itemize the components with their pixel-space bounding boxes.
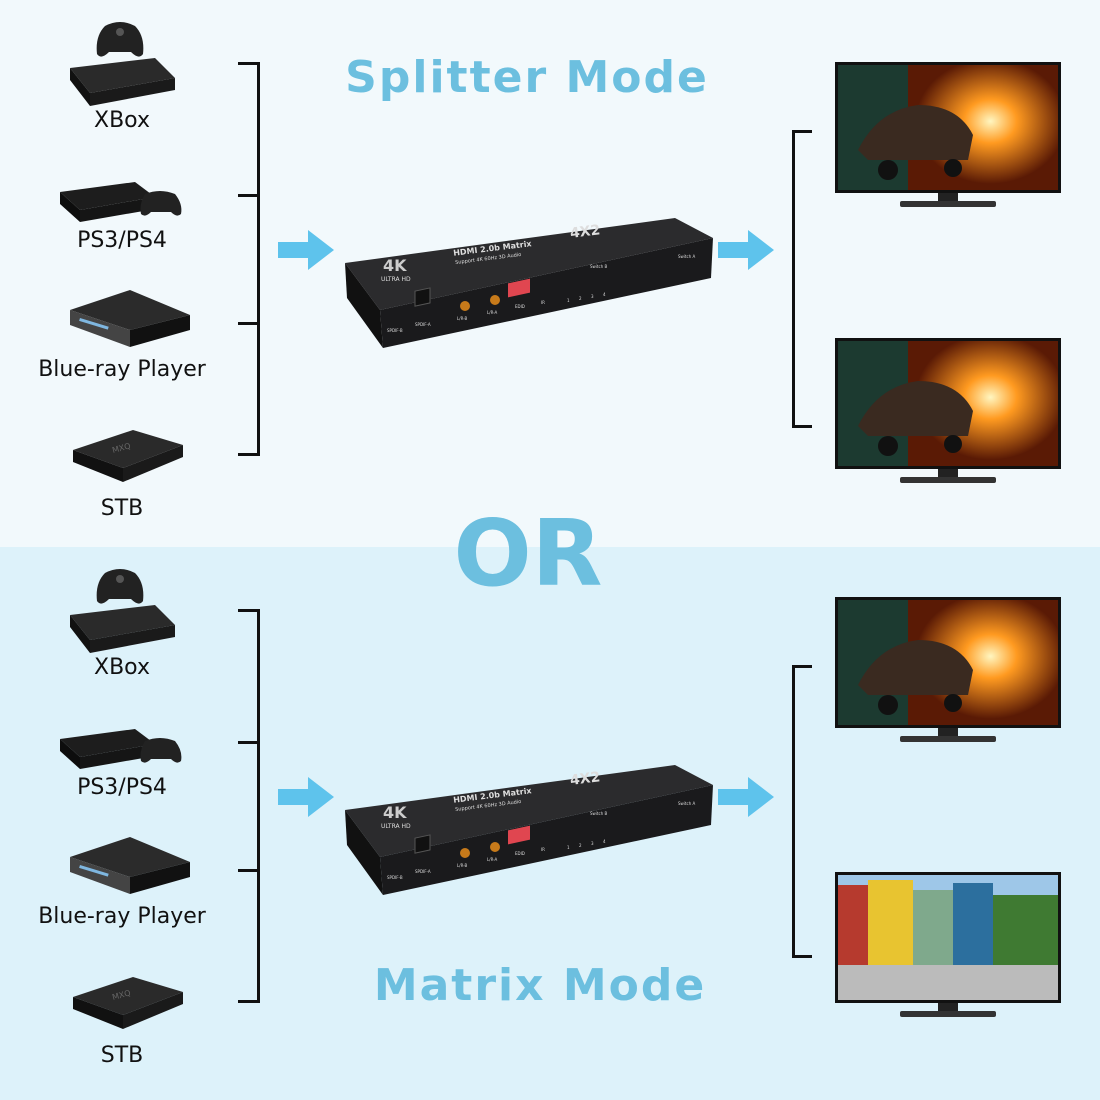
- led-label: 2: [579, 843, 582, 848]
- tv-screen: [835, 62, 1061, 193]
- switch-b-label: Switch B: [590, 264, 608, 269]
- source-label: Blue-ray Player: [38, 904, 206, 929]
- port-label: IR: [541, 300, 545, 305]
- led-label: 3: [591, 294, 594, 299]
- port-label: SPDIF-B: [387, 875, 403, 880]
- port-label: EDID: [515, 304, 525, 309]
- device-badge: 4K: [383, 803, 407, 822]
- input-bracket: [257, 62, 260, 456]
- source-label: XBox: [94, 655, 150, 680]
- bracket-tick: [792, 955, 812, 958]
- port-label: L/R-B: [457, 863, 468, 868]
- bracket-tick: [792, 425, 812, 428]
- bracket-tick: [238, 62, 260, 65]
- bracket-tick: [238, 194, 260, 197]
- tv-screen: [835, 872, 1061, 1003]
- tv-screen: [835, 597, 1061, 728]
- led-label: 2: [579, 296, 582, 301]
- or-separator: OR: [453, 500, 603, 607]
- playstation-console-icon: [55, 172, 195, 236]
- source-label: STB: [100, 496, 144, 521]
- tv-display: [835, 597, 1061, 747]
- device-badge: 4K: [383, 256, 407, 275]
- bracket-tick: [238, 453, 260, 456]
- bracket-tick: [238, 1000, 260, 1003]
- xbox-console-icon: [60, 18, 180, 112]
- mode-title: Matrix Mode: [373, 960, 707, 1011]
- hdmi-matrix-device: 4K ULTRA HD HDMI 2.0b Matrix Support 4K …: [345, 765, 715, 895]
- bracket-tick: [238, 609, 260, 612]
- bracket-tick: [238, 322, 260, 325]
- led-label: 4: [603, 292, 606, 297]
- source-label: PS3/PS4: [77, 775, 167, 800]
- tv-screen: [835, 338, 1061, 469]
- led-label: 4: [603, 839, 606, 844]
- bracket-tick: [238, 741, 260, 744]
- device-badge-sub: ULTRA HD: [381, 276, 411, 283]
- tv-display: [835, 872, 1061, 1022]
- led-label: 1: [567, 298, 570, 303]
- output-arrow-icon: [718, 777, 774, 817]
- led-label: 3: [591, 841, 594, 846]
- mode-title: Splitter Mode: [345, 52, 709, 103]
- port-label: SPDIF-A: [415, 869, 431, 874]
- bluray-player-icon: [60, 285, 200, 359]
- tv-display: [835, 62, 1061, 212]
- input-bracket: [257, 609, 260, 1003]
- tv-display: [835, 338, 1061, 488]
- bluray-player-icon: [60, 832, 200, 906]
- bracket-tick: [792, 665, 812, 668]
- led-label: 1: [567, 845, 570, 850]
- bracket-tick: [238, 869, 260, 872]
- source-label: XBox: [94, 108, 150, 133]
- port-label: SPDIF-B: [387, 328, 403, 333]
- set-top-box-icon: MXQ: [68, 967, 188, 1041]
- bracket-tick: [792, 130, 812, 133]
- playstation-console-icon: [55, 719, 195, 783]
- output-arrow-icon: [718, 230, 774, 270]
- xbox-console-icon: [60, 565, 180, 659]
- source-label: Blue-ray Player: [38, 357, 206, 382]
- tv-stand: [900, 477, 996, 483]
- port-label: L/R-A: [487, 857, 498, 862]
- tv-stand: [900, 201, 996, 207]
- switch-a-label: Switch A: [678, 801, 696, 806]
- input-arrow-icon: [278, 230, 334, 270]
- source-label: PS3/PS4: [77, 228, 167, 253]
- output-bracket: [792, 130, 795, 428]
- port-label: IR: [541, 847, 545, 852]
- source-label: STB: [100, 1043, 144, 1068]
- tv-stand: [900, 736, 996, 742]
- port-label: EDID: [515, 851, 525, 856]
- hdmi-matrix-device: 4K ULTRA HD HDMI 2.0b Matrix Support 4K …: [345, 218, 715, 348]
- switch-a-label: Switch A: [678, 254, 696, 259]
- set-top-box-icon: MXQ: [68, 420, 188, 494]
- switch-b-label: Switch B: [590, 811, 608, 816]
- tv-stand: [900, 1011, 996, 1017]
- port-label: L/R-A: [487, 310, 498, 315]
- device-badge-sub: ULTRA HD: [381, 823, 411, 830]
- port-label: L/R-B: [457, 316, 468, 321]
- output-bracket: [792, 665, 795, 958]
- port-label: SPDIF-A: [415, 322, 431, 327]
- input-arrow-icon: [278, 777, 334, 817]
